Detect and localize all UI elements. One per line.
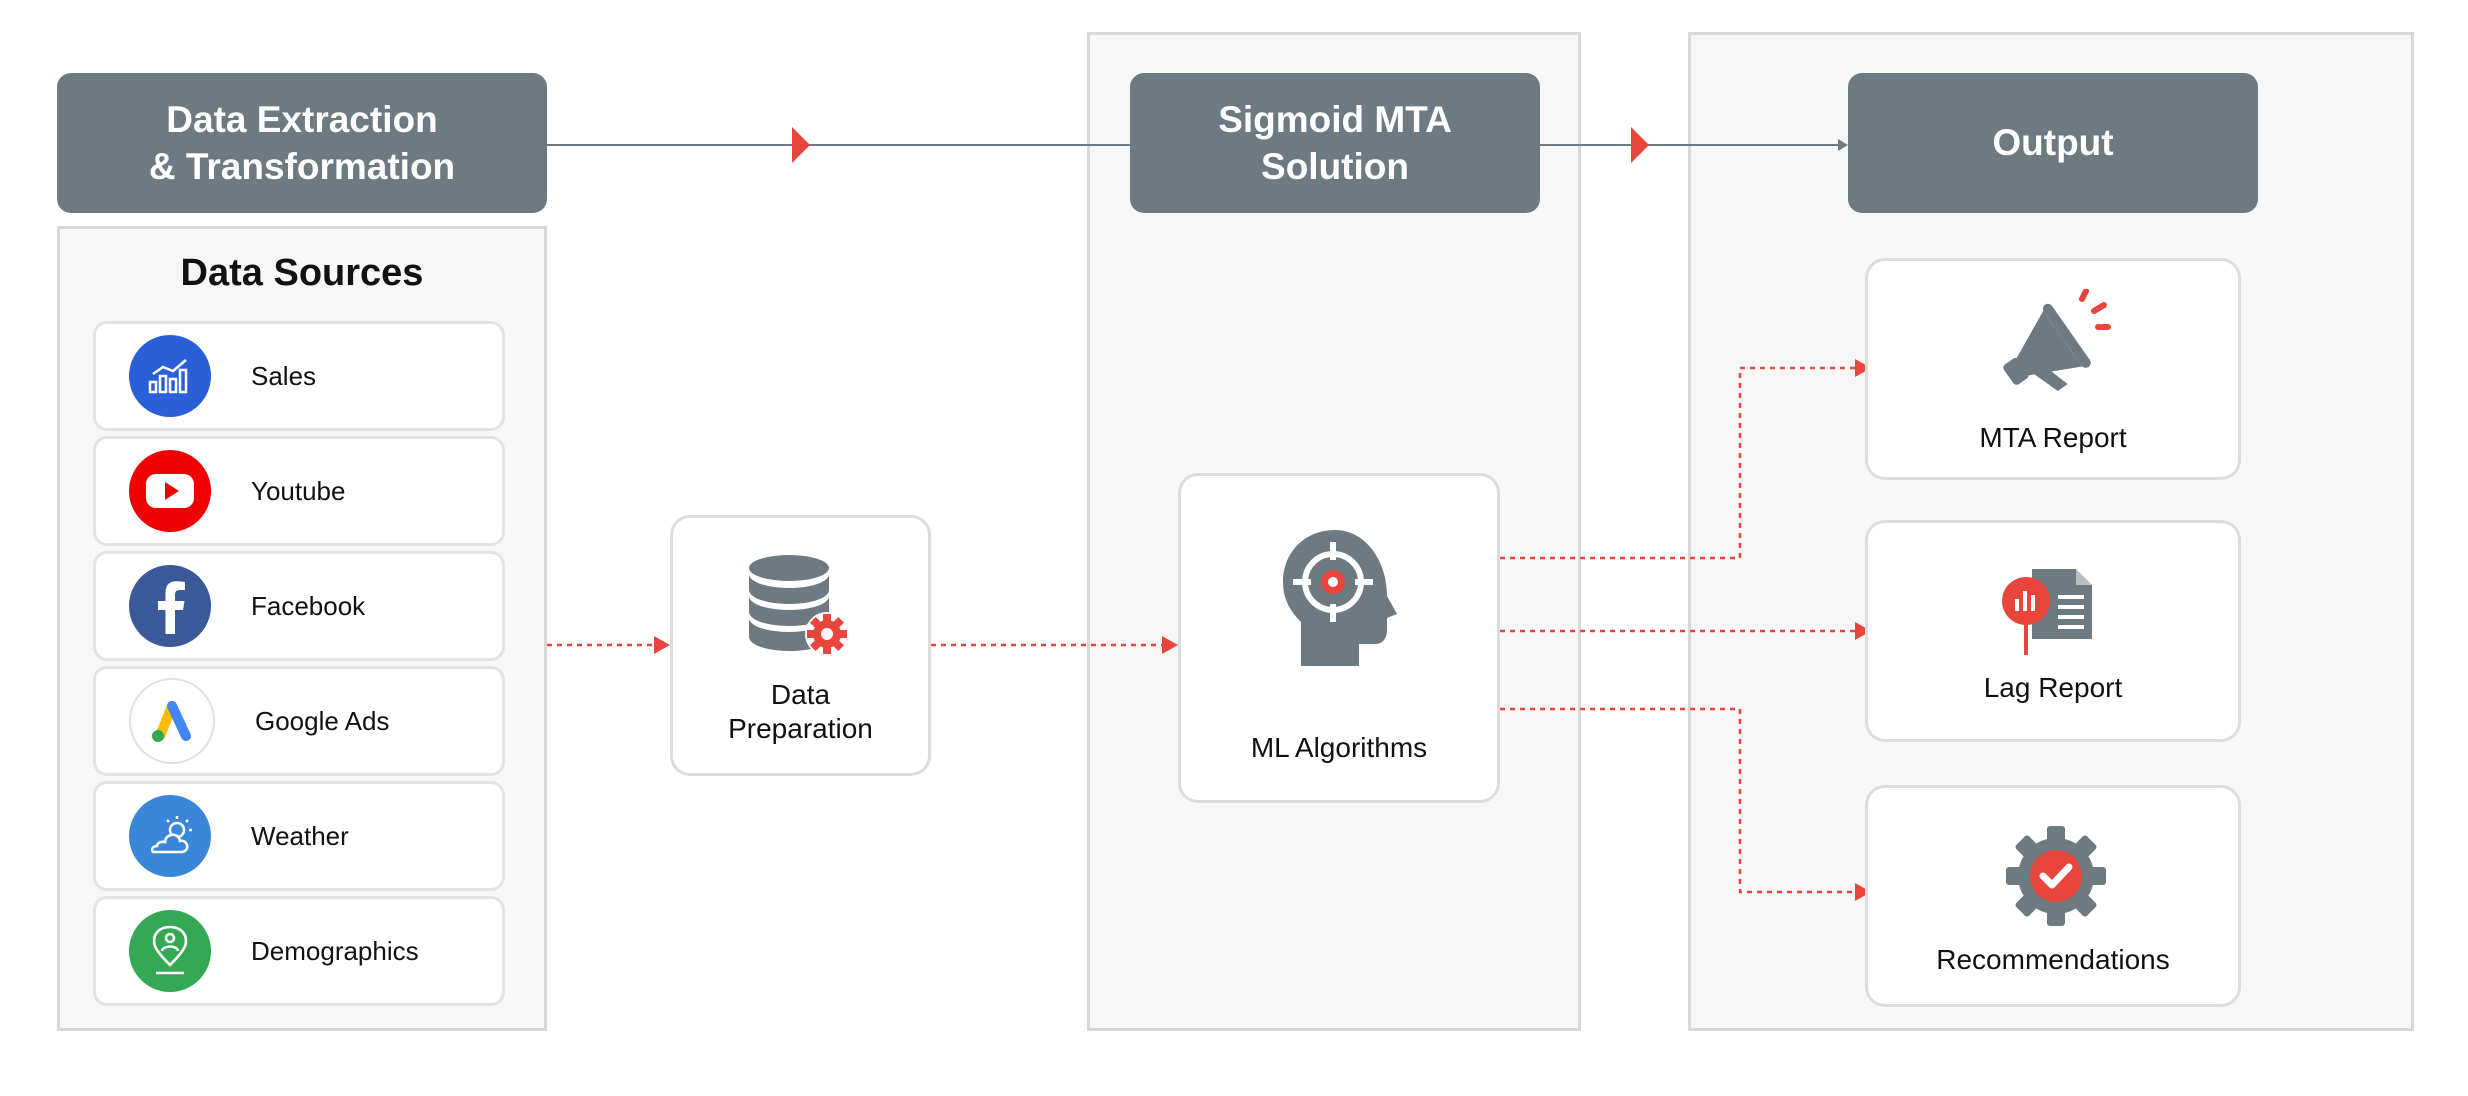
gear-check-icon <box>2006 826 2106 926</box>
brain-target-icon <box>1283 530 1397 666</box>
data-preparation-card: Data Preparation <box>670 515 931 776</box>
mta-report-label: MTA Report <box>1979 422 2127 453</box>
output-card-lag-report: Lag Report <box>1865 520 2241 742</box>
facebook-icon <box>129 565 211 647</box>
source-label-google-ads: Google Ads <box>255 705 390 736</box>
flow-arrow-1 <box>792 127 810 163</box>
ml-algorithms-label: ML Algorithms <box>1250 732 1428 763</box>
arrowhead-ml <box>1162 636 1178 654</box>
weather-icon <box>129 795 211 877</box>
data-preparation-label: Data Preparation <box>673 678 928 745</box>
ml-algorithms-card: ML Algorithms <box>1178 473 1500 803</box>
database-gear-icon <box>749 555 849 656</box>
flow-arrow-end <box>1838 139 1848 151</box>
source-label-weather: Weather <box>251 820 349 851</box>
source-label-facebook: Facebook <box>251 590 366 621</box>
source-label-youtube: Youtube <box>251 475 346 506</box>
data-sources-title: Data Sources <box>180 252 424 294</box>
data-preparation-line1: Data <box>770 679 831 710</box>
header-extraction-line2: & Transformation <box>148 146 456 187</box>
source-label-demographics: Demographics <box>251 935 419 966</box>
output-card-mta-report: MTA Report <box>1865 258 2241 480</box>
header-output-label: Output <box>1992 122 2114 164</box>
youtube-icon <box>129 450 211 532</box>
header-solution: Sigmoid MTA Solution <box>1130 73 1540 213</box>
header-extraction-line1: Data Extraction <box>166 98 438 140</box>
source-item-weather: Weather <box>93 781 505 891</box>
dotted-ml-mta <box>1500 366 1858 560</box>
google-ads-icon <box>129 678 215 764</box>
location-person-icon <box>129 910 211 992</box>
arrowhead-rec <box>1855 883 1871 901</box>
flow-arrow-2 <box>1631 127 1649 163</box>
lag-report-label: Lag Report <box>1983 672 2123 703</box>
source-item-demographics: Demographics <box>93 896 505 1006</box>
header-solution-line2: Solution <box>1261 146 1409 187</box>
arrowhead-prep <box>654 636 670 654</box>
arrowhead-lag <box>1855 622 1871 640</box>
megaphone-icon <box>2003 289 2111 391</box>
header-solution-line1: Sigmoid MTA <box>1218 98 1452 140</box>
report-chart-icon <box>2002 569 2092 655</box>
data-preparation-line2: Preparation <box>728 712 873 744</box>
source-item-youtube: Youtube <box>93 436 505 546</box>
header-extraction: Data Extraction & Transformation <box>57 73 547 213</box>
source-item-facebook: Facebook <box>93 551 505 661</box>
source-item-sales: Sales <box>93 321 505 431</box>
sales-chart-icon <box>129 335 211 417</box>
arrowhead-mta <box>1855 359 1871 377</box>
recommendations-label: Recommendations <box>1936 944 2170 975</box>
dotted-ml-rec <box>1500 707 1858 894</box>
header-output: Output <box>1848 73 2258 213</box>
output-card-recommendations: Recommendations <box>1865 785 2241 1007</box>
source-label-sales: Sales <box>251 360 317 391</box>
source-item-google-ads: Google Ads <box>93 666 505 776</box>
